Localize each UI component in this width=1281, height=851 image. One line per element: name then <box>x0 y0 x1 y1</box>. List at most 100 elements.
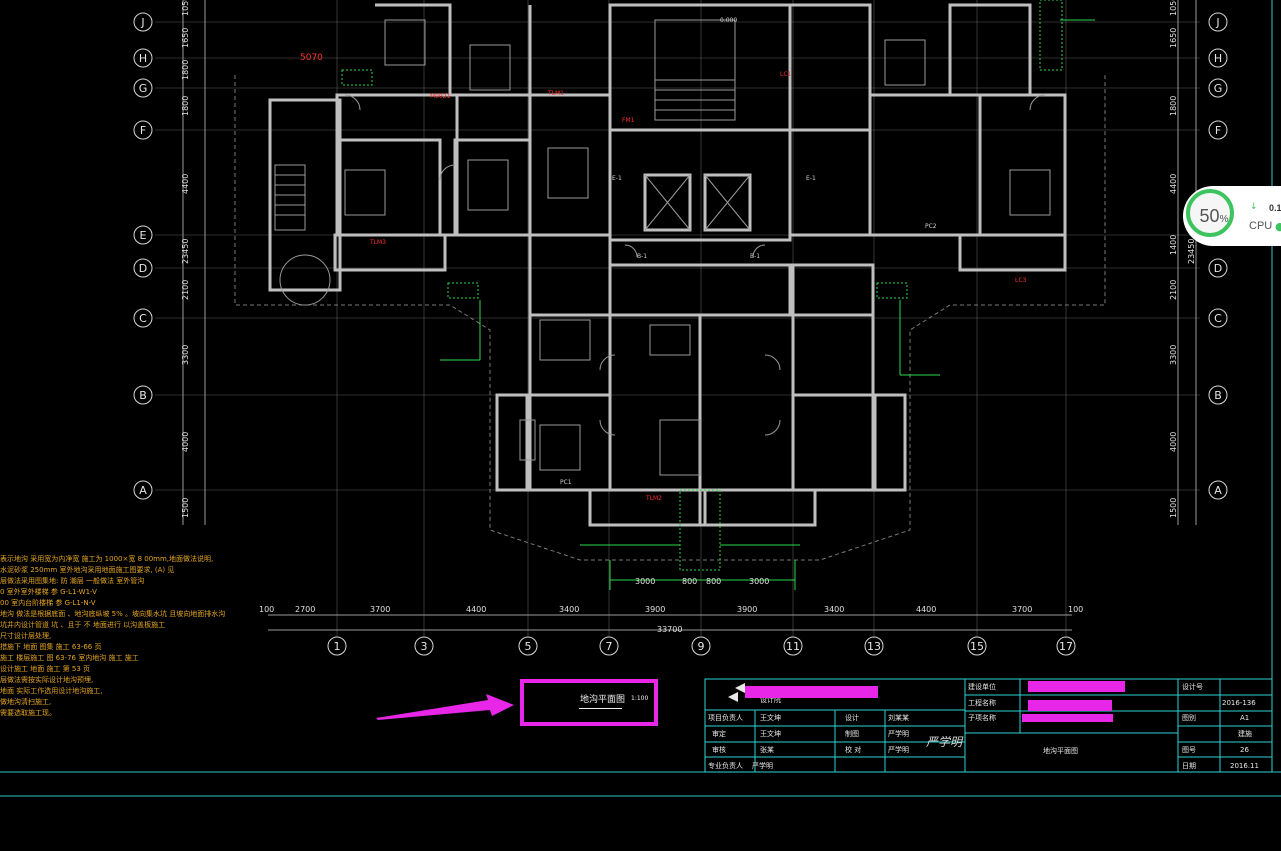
axis-label-row: A <box>1214 484 1222 497</box>
cpu-monitor-widget[interactable]: 50% ↓ 0.1 CPU ● <box>1183 186 1281 246</box>
cpu-label: CPU <box>1249 220 1273 232</box>
tb-mid-value: 刘某某 <box>888 713 909 722</box>
axis-label-row: H <box>1214 52 1222 65</box>
note-line: 00 室内台阶楼梯 参 G-L1-N-V <box>0 599 96 607</box>
chain-dim: 3900 <box>645 605 665 614</box>
entry-dim: 800 <box>706 577 721 586</box>
plan-mark: LC1 <box>780 71 792 78</box>
red-dimension: 5070 <box>300 53 323 63</box>
chain-dim: 3700 <box>1012 605 1032 614</box>
axis-label-row: J <box>1215 16 1219 29</box>
tb-far-value: 2016-136 <box>1222 699 1256 707</box>
tb-right-label: 工程名称 <box>968 698 996 707</box>
plan-mark: TLM1 <box>547 90 564 97</box>
annotation-arrow <box>376 694 514 720</box>
tb-value: 王文坤 <box>760 729 781 738</box>
note-line: 水泥砂浆 250mm 室外地沟采用地面施工图要求, (A) 见 <box>0 566 175 574</box>
note-line: 层做法采用图集地: 防 潮层 一般做法 室外管沟 <box>0 577 145 585</box>
elevation-mark: 0.000 <box>720 17 737 24</box>
chain-dim: 100 <box>1068 605 1083 614</box>
dim-left: 3300 <box>181 345 190 365</box>
note-line: 0 室外室外楼梯 参 G-L1-W1-V <box>0 588 97 596</box>
dim-right: 1050 <box>1169 0 1178 16</box>
chain-total: 33700 <box>657 625 682 634</box>
entry-dim: 3000 <box>635 577 655 586</box>
plan-mark: PC1 <box>560 479 572 486</box>
axis-label-column: 5 <box>525 640 532 653</box>
note-line: 需要选取施工现。 <box>0 709 56 717</box>
dim-right: 3300 <box>1169 345 1178 365</box>
dim-right: 1650 <box>1169 28 1178 48</box>
axis-label-column: 1 <box>334 640 341 653</box>
axis-label-row: D <box>139 262 147 275</box>
note-line: 措施下 地面 图集 施工 63-66 页 <box>0 643 102 651</box>
dim-left: 2100 <box>181 280 190 300</box>
door-swings <box>344 94 1046 436</box>
tb-role: 项目负责人 <box>708 713 743 722</box>
furniture <box>279 19 1051 476</box>
tb-far-label: 图别 <box>1182 713 1196 722</box>
firm-logo-icon <box>735 683 745 693</box>
redacted-firm-name <box>745 686 878 698</box>
axis-label-column: 3 <box>421 640 428 653</box>
tb-mid-value: 严学明 <box>888 729 909 738</box>
axis-label-column: 13 <box>867 640 881 653</box>
axis-label-column: 11 <box>786 640 800 653</box>
dim-left: 23450 <box>181 239 190 264</box>
axis-label-row: A <box>139 484 147 497</box>
tb-row: 审定 <box>712 729 726 738</box>
tb-far-value: 建施 <box>1238 729 1252 738</box>
signature: 严学明 <box>926 735 964 749</box>
download-arrow-icon: ↓ <box>1250 202 1258 212</box>
dim-left: 1500 <box>181 498 190 518</box>
dim-right: 1500 <box>1169 498 1178 518</box>
plan-mark: FM1 <box>622 117 635 124</box>
floor-plan-walls <box>234 3 1106 561</box>
note-line: 设计施工 地面 施工 第 53 页 <box>0 665 91 673</box>
title-block: 设计院 项目负责人 审定 审核 专业负责人 王文坤 王文坤 张某 严学明 设计 … <box>704 678 1273 773</box>
drawing-scale: 1:100 <box>631 695 649 702</box>
highlight-box <box>520 679 658 726</box>
dim-left: 4000 <box>181 432 190 452</box>
axis-label-column: 9 <box>698 640 705 653</box>
axis-label-row: C <box>1214 312 1222 325</box>
status-dot-icon: ● <box>1275 220 1281 233</box>
note-line: 地面 实际工作选用设计地沟施工, <box>0 687 103 695</box>
design-notes: 表示地沟 采用宽为内净宽 施工为 1000×宽 8 00mm,地面做法说明, 水… <box>0 554 270 719</box>
axis-label-row: B <box>1214 389 1222 402</box>
tb-far-label: 日期 <box>1182 762 1196 770</box>
plan-mark: LC3 <box>1015 277 1027 284</box>
axis-label-row: B <box>139 389 147 402</box>
note-line: 做地沟清扫施工, <box>0 698 52 706</box>
tb-right-label: 建设单位 <box>968 682 996 691</box>
dim-right: 23450 <box>1187 239 1196 264</box>
axis-label-row: J <box>140 16 144 29</box>
tb-mid-label: 校 对 <box>845 745 861 754</box>
plan-mark: TLM3 <box>369 239 386 246</box>
firm-short-name: 设计院 <box>760 695 781 704</box>
axis-label-column: 7 <box>606 640 613 653</box>
dim-left: 1050 <box>181 0 190 16</box>
axis-label-column: 15 <box>970 640 984 653</box>
row-axis-labels-right: J H G F D C B A <box>1208 12 1228 500</box>
axis-label-row: H <box>139 52 147 65</box>
tb-value: 王文坤 <box>760 713 781 722</box>
tb-value: 张某 <box>760 745 774 754</box>
dim-right: 4400 <box>1169 174 1178 194</box>
cpu-percent-unit: % <box>1219 214 1229 225</box>
title-underline <box>579 708 622 709</box>
tb-mid-value: 严学明 <box>888 745 909 754</box>
cpu-gauge-ring[interactable]: 50% <box>1186 189 1234 237</box>
vertical-dimensions: 1050 1650 1800 1800 4400 23450 2100 3300… <box>181 0 1197 525</box>
chain-dim: 4400 <box>466 605 486 614</box>
column-axis-labels: 1 3 5 7 9 11 13 15 17 <box>327 636 1076 656</box>
sheet-title: 地沟平面图 <box>1043 746 1078 755</box>
plan-mark: B-1 <box>750 253 760 260</box>
chain-dim: 3700 <box>370 605 390 614</box>
tb-role: 专业负责人 <box>708 761 743 770</box>
tb-far-label: 图号 <box>1182 746 1196 754</box>
tb-mid-label: 制图 <box>845 729 859 738</box>
axis-label-row: C <box>139 312 147 325</box>
tb-far-value: 2016.11 <box>1230 762 1259 770</box>
